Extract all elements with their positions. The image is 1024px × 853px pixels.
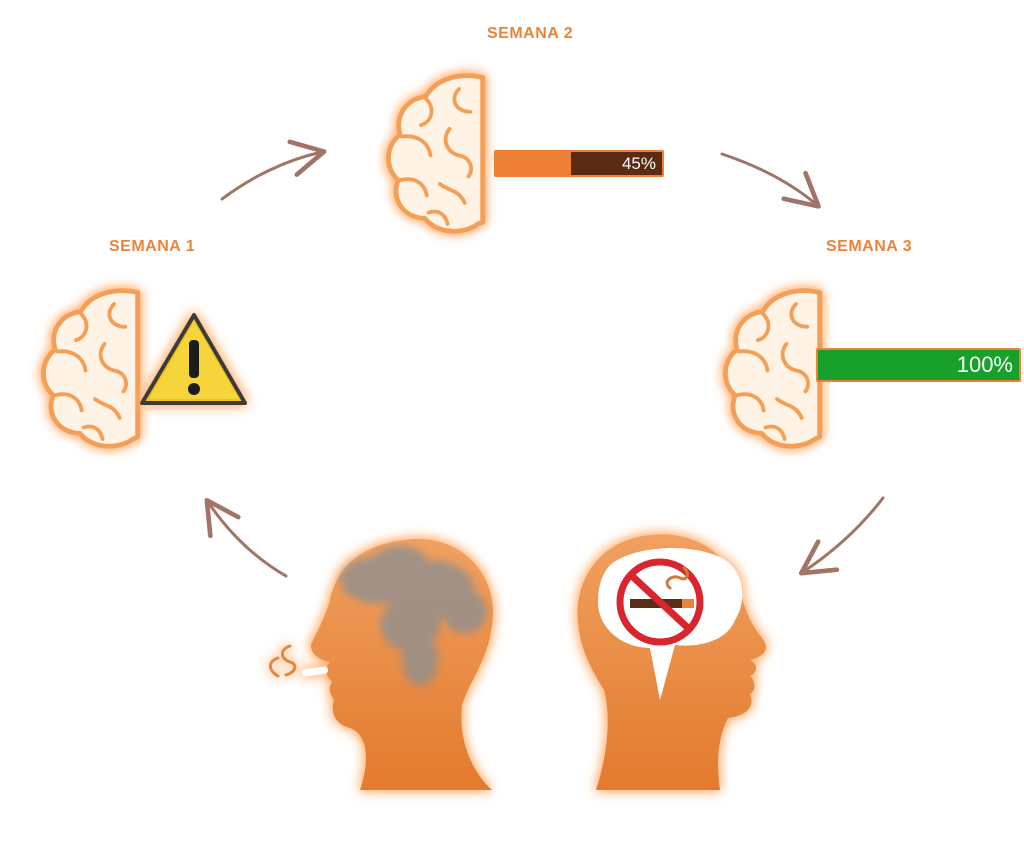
- brain-icon: [725, 291, 819, 446]
- warning-icon: [140, 313, 247, 405]
- week-2-progress-bar: 45%: [494, 150, 664, 177]
- week-2-progress-fill: [496, 152, 571, 175]
- week-3-progress-fill: [818, 350, 1019, 380]
- week-3-progress-text: 100%: [956, 352, 1013, 377]
- week-3-label: SEMANA 3: [826, 238, 913, 255]
- week-2-progress-text: 45%: [621, 153, 656, 173]
- head-no-smoking-icon: [577, 534, 766, 790]
- week-3-progress-bar: 100%: [816, 348, 1021, 382]
- arrow-week2-to-week3: [720, 152, 821, 209]
- arrow-smoke-to-week1: [204, 497, 288, 578]
- arrow-week1-to-week2: [220, 139, 327, 201]
- brain-icon: [388, 76, 482, 231]
- head-smoke-icon: [269, 539, 494, 790]
- arrow-week3-to-nosmoke: [798, 496, 885, 576]
- brain-icon: [43, 291, 137, 446]
- week-1-label: SEMANA 1: [109, 238, 196, 255]
- week-2-label: SEMANA 2: [487, 25, 574, 42]
